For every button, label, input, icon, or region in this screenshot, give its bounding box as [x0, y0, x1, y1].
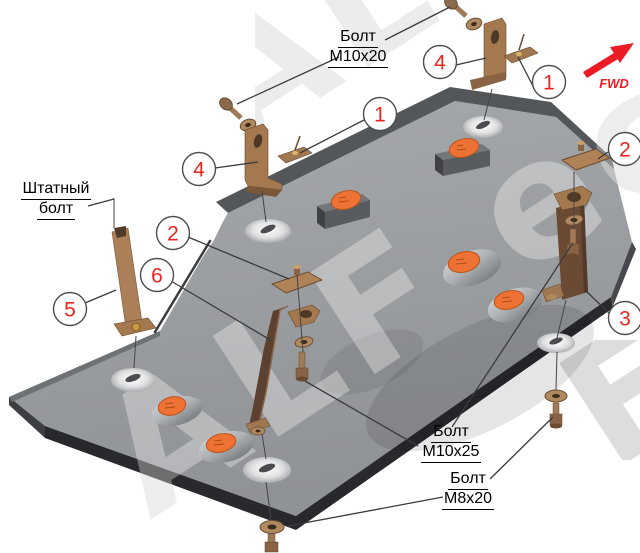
plate-crease-line — [153, 239, 212, 334]
underplate-hardware-bottom — [259, 481, 285, 553]
fwd-label: FWD — [599, 76, 629, 91]
washer — [465, 17, 483, 31]
label-bolt-m10x20: Болт М10х20 — [320, 28, 396, 68]
callout-number: 2 — [619, 139, 631, 162]
dimple — [463, 116, 503, 138]
leader-lines — [84, 6, 610, 527]
brand-badge — [493, 290, 525, 310]
embossed-bump — [151, 396, 203, 426]
brand-badge — [448, 138, 480, 158]
dimple — [111, 368, 155, 392]
plate-shadow — [366, 304, 594, 452]
callout-number: 3 — [619, 308, 631, 331]
label-line: М8х20 — [441, 490, 495, 510]
underplate-hardware-right — [544, 351, 568, 429]
embossed-bump — [198, 430, 254, 464]
callout-4: 4 — [181, 151, 217, 187]
brand-badge — [447, 251, 481, 273]
callout-6: 6 — [139, 257, 175, 293]
plate-notch — [142, 211, 228, 334]
clamp-plate — [503, 33, 539, 64]
dimple — [245, 219, 291, 243]
side-bracket — [245, 305, 289, 436]
label-line: Штатный — [20, 180, 92, 200]
label-bolt-m10x25: Болт М10х25 — [413, 423, 489, 463]
label-line: Болт — [338, 28, 378, 48]
nut — [131, 322, 141, 332]
label-line: Болт — [448, 470, 488, 490]
bolt-m10x25 — [295, 351, 309, 382]
stud — [577, 141, 585, 145]
nut-plate — [271, 265, 323, 294]
label-bolt-m8x20: Болт М8х20 — [430, 470, 506, 510]
bracket-assembly-front-left — [219, 97, 313, 223]
dimple — [537, 333, 575, 353]
callout-3: 3 — [607, 300, 640, 336]
c-channel-stiffener — [317, 190, 370, 229]
bracket-assembly-right — [541, 141, 611, 339]
plate-top-flange — [216, 87, 614, 213]
bracket-assembly-center — [245, 265, 323, 460]
callout-number: 5 — [64, 299, 76, 322]
bracket-assembly-front-right — [444, 0, 539, 121]
callout-2: 2 — [607, 131, 640, 167]
plate-left-bevel — [9, 397, 45, 438]
dimple — [243, 457, 291, 483]
hook-washer-plate — [287, 304, 321, 328]
brand-badge — [205, 433, 237, 453]
label-line: М10х20 — [327, 48, 389, 68]
mount-bracket — [244, 123, 283, 197]
mount-bracket — [470, 17, 507, 90]
callout-number: 2 — [167, 223, 179, 246]
label-line: М10х25 — [420, 443, 482, 463]
bolt-m8x20 — [264, 533, 279, 553]
embossed-bump — [442, 249, 502, 287]
callout-1: 1 — [531, 64, 567, 100]
bolt-m10x20 — [444, 0, 468, 18]
plate-shadow — [320, 329, 424, 395]
plate-right-bevel — [611, 242, 636, 306]
callout-number: 1 — [374, 104, 386, 127]
embossed-bump — [487, 287, 543, 323]
callout-number: 4 — [434, 52, 446, 75]
callout-4: 4 — [422, 44, 458, 80]
c-channel-stiffener — [435, 138, 490, 176]
plate-left-edge — [9, 331, 160, 402]
label-line: Болт — [431, 423, 471, 443]
bolt-m8x20 — [549, 402, 563, 429]
watermark-text: ALF eco — [317, 48, 640, 553]
callouts: 1 1 2 2 3 4 4 5 — [52, 44, 640, 336]
fwd-arrow-icon: FWD — [583, 43, 634, 91]
callout-5: 5 — [52, 291, 88, 327]
callout-number: 4 — [193, 159, 205, 182]
callout-1: 1 — [362, 96, 398, 132]
bolt-m10x25 — [566, 228, 580, 259]
bolt-m10x20 — [219, 97, 243, 120]
brand-badge — [157, 396, 187, 416]
bracket-foot — [113, 317, 157, 337]
callout-2: 2 — [155, 215, 191, 251]
label-line: болт — [36, 200, 76, 220]
label-factory-bolt: Штатный болт — [14, 180, 98, 220]
callout-number: 1 — [543, 72, 555, 95]
mounting-dimples — [111, 116, 575, 483]
nut-plate — [561, 141, 611, 171]
brand-badge — [330, 190, 362, 210]
callout-number: 6 — [151, 265, 163, 288]
stud — [293, 265, 301, 269]
bracket-assembly-factory-bolt — [111, 198, 157, 369]
bracket-hook-notch — [114, 226, 126, 238]
